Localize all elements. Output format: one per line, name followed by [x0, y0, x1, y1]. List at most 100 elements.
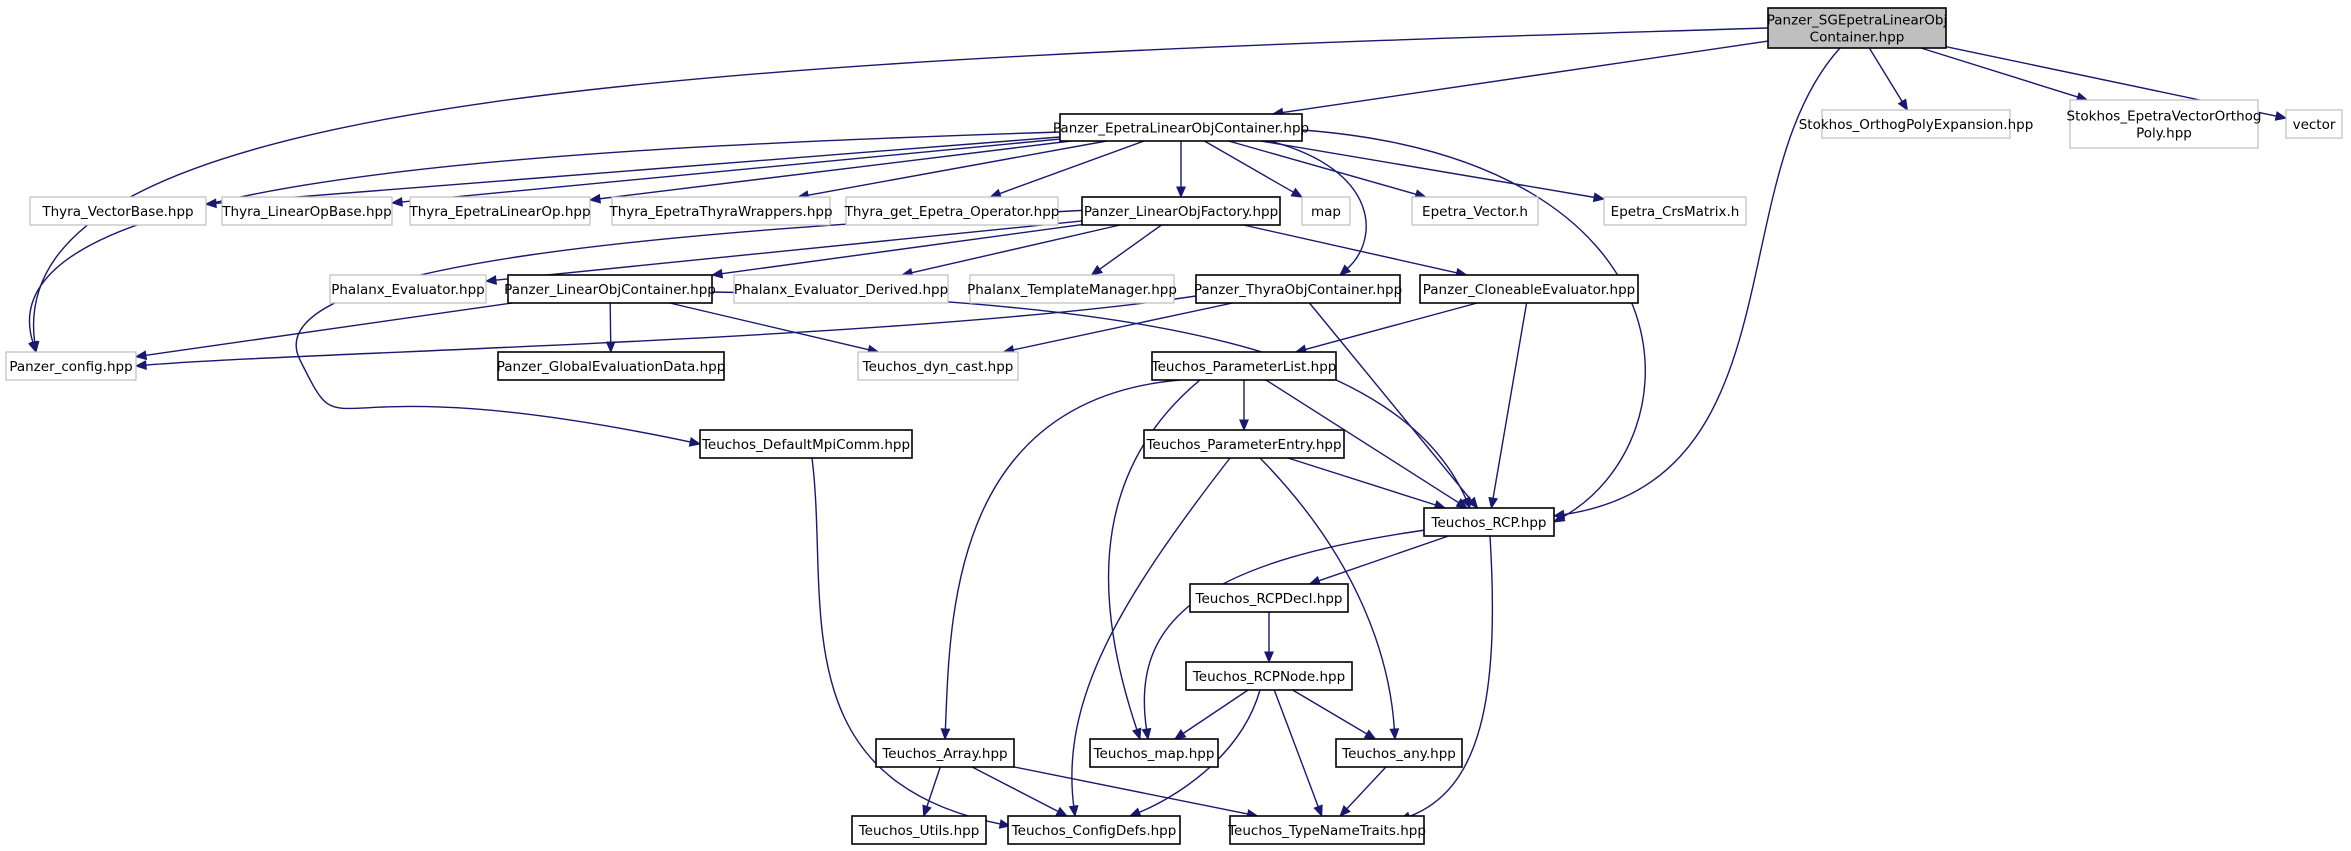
node-thyra-geo[interactable]: Thyra_get_Epetra_Operator.hpp: [844, 196, 1060, 226]
node-pentry[interactable]: Teuchos_ParameterEntry.hpp: [1143, 429, 1345, 459]
edge-plist-to-rcp: [1265, 379, 1469, 509]
node-config[interactable]: Panzer_config.hpp: [5, 351, 137, 381]
node-any[interactable]: Teuchos_any.hpp: [1335, 738, 1463, 768]
edge-thyra_oc-to-config: [134, 295, 1197, 371]
edge-epetra_loc-to-thyra_elo: [588, 140, 1071, 204]
edge-arrowhead: [1339, 804, 1351, 817]
node-box: [1007, 815, 1181, 845]
edge-arrowhead: [1239, 419, 1249, 432]
node-label: Epetra_CrsMatrix.h: [1611, 204, 1740, 220]
node-label: Teuchos_DefaultMpiComm.hpp: [701, 437, 910, 453]
node-box: [733, 274, 949, 304]
node-cdefs[interactable]: Teuchos_ConfigDefs.hpp: [1007, 815, 1181, 845]
edge-arrowhead: [1173, 729, 1187, 740]
node-box: [1821, 109, 2011, 139]
edge-line: [1868, 47, 1904, 103]
node-label: Thyra_get_Epetra_Operator.hpp: [844, 204, 1060, 220]
node-box: [1301, 196, 1351, 226]
node-tnt[interactable]: Teuchos_TypeNameTraits.hpp: [1227, 815, 1426, 845]
node-label: Teuchos_RCPDecl.hpp: [1195, 591, 1343, 607]
node-box: [1335, 738, 1463, 768]
edge-line: [1265, 379, 1460, 504]
edge-arrowhead: [1488, 496, 1499, 510]
node-vector[interactable]: vector: [2285, 109, 2343, 139]
node-label: Thyra_LinearOpBase.hpp: [221, 204, 391, 220]
edge-rcpnode-to-cdefs: [1128, 689, 1261, 817]
edge-arrowhead: [1090, 264, 1103, 276]
edge-arrowhead: [1176, 186, 1186, 199]
node-epetra-loc[interactable]: Panzer_EpetraLinearObjContainer.hpp: [1053, 113, 1309, 142]
edge-line: [598, 140, 1071, 200]
edge-clone_eval-to-rcp: [1488, 302, 1528, 510]
edge-line: [1182, 689, 1249, 735]
node-box: [1143, 429, 1345, 459]
edge-line: [1304, 302, 1478, 351]
edge-plist-to-array: [940, 379, 1181, 741]
node-label: Teuchos_any.hpp: [1341, 746, 1456, 762]
node-thyra-lob[interactable]: Thyra_LinearOpBase.hpp: [221, 196, 393, 226]
node-map[interactable]: map: [1301, 196, 1351, 226]
node-utils[interactable]: Teuchos_Utils.hpp: [851, 815, 987, 845]
edge-line: [1204, 140, 1295, 194]
edge-lof-to-phx_tm: [1090, 224, 1162, 276]
node-array[interactable]: Teuchos_Array.hpp: [875, 738, 1015, 768]
edge-line: [1292, 689, 1368, 736]
node-phx-eval-d[interactable]: Phalanx_Evaluator_Derived.hpp: [733, 274, 949, 304]
edge-line: [1269, 140, 1367, 270]
edge-epetra_loc-to-thyra_lob: [390, 138, 1061, 207]
node-stokhos-ope[interactable]: Stokhos_OrthogPolyExpansion.hpp: [1799, 109, 2034, 139]
edge-line: [944, 379, 1181, 731]
node-label: Teuchos_map.hpp: [1093, 746, 1215, 762]
node-thyra-elo[interactable]: Thyra_EpetraLinearOp.hpp: [408, 196, 591, 226]
node-rcpdecl[interactable]: Teuchos_RCPDecl.hpp: [1189, 583, 1349, 613]
node-label: Teuchos_Utils.hpp: [858, 823, 980, 839]
node-thyra-vb[interactable]: Thyra_VectorBase.hpp: [29, 196, 207, 226]
node-label: Phalanx_Evaluator_Derived.hpp: [734, 282, 948, 298]
node-mpi[interactable]: Teuchos_DefaultMpiComm.hpp: [699, 429, 913, 459]
node-box: [875, 738, 1015, 768]
node-loc[interactable]: Panzer_LinearObjContainer.hpp: [504, 274, 716, 304]
node-dyn-cast[interactable]: Teuchos_dyn_cast.hpp: [857, 351, 1019, 381]
node-thyra-oc[interactable]: Panzer_ThyraObjContainer.hpp: [1194, 274, 1402, 304]
node-box: [1195, 274, 1401, 304]
node-epetra-vec[interactable]: Epetra_Vector.h: [1411, 196, 1539, 226]
edge-line: [1071, 457, 1231, 808]
edge-arrowhead: [1897, 98, 1909, 112]
edge-line: [1012, 302, 1233, 351]
edge-line: [28, 131, 1061, 344]
edge-arrowhead: [1552, 512, 1566, 523]
edge-line: [1345, 766, 1387, 810]
node-lof[interactable]: Panzer_LinearObjFactory.hpp: [1081, 196, 1281, 226]
edge-line: [609, 302, 612, 344]
node-thyra-etw[interactable]: Thyra_EpetraThyraWrappers.hpp: [608, 196, 833, 226]
node-rcpnode[interactable]: Teuchos_RCPNode.hpp: [1185, 661, 1353, 691]
node-label: map: [1311, 204, 1341, 220]
edge-epetra_loc-to-epetra_crs: [1260, 140, 1606, 203]
edge-line: [998, 140, 1145, 195]
edge-line: [971, 766, 1060, 813]
node-box: [221, 196, 393, 226]
node-box: [1603, 196, 1747, 226]
node-label: Teuchos_RCP.hpp: [1431, 515, 1547, 531]
edge-line: [214, 136, 1061, 205]
node-epetra-crs[interactable]: Epetra_CrsMatrix.h: [1603, 196, 1747, 226]
edge-rcpnode-to-tmap: [1173, 689, 1249, 740]
node-plist[interactable]: Teuchos_ParameterList.hpp: [1151, 351, 1337, 381]
edge-arrowhead: [1131, 727, 1142, 741]
node-label: Phalanx_Evaluator.hpp: [331, 282, 485, 298]
node-tmap[interactable]: Teuchos_map.hpp: [1089, 738, 1219, 768]
node-label: Container.hpp: [1810, 30, 1905, 46]
edge-line: [1281, 40, 1769, 114]
node-clone-eval[interactable]: Panzer_CloneableEvaluator.hpp: [1419, 274, 1639, 304]
node-label: Teuchos_ParameterList.hpp: [1151, 359, 1337, 375]
node-label: Epetra_Vector.h: [1422, 204, 1528, 220]
node-box: [1089, 738, 1219, 768]
node-rcp[interactable]: Teuchos_RCP.hpp: [1423, 507, 1555, 537]
node-phx-tm[interactable]: Phalanx_TemplateManager.hpp: [967, 274, 1177, 304]
edge-lof-to-phx_eval: [484, 220, 1083, 286]
node-phx-eval[interactable]: Phalanx_Evaluator.hpp: [329, 274, 487, 304]
edge-line: [1308, 302, 1473, 502]
node-ged[interactable]: Panzer_GlobalEvaluationData.hpp: [497, 351, 726, 381]
